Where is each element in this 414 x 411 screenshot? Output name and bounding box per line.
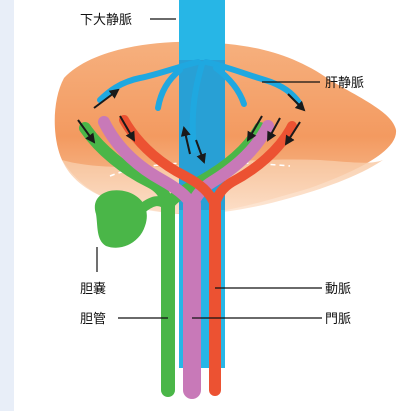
label-ivc: 下大静脈 (80, 13, 132, 28)
label-bile-duct: 胆管 (80, 312, 106, 327)
label-hepatic-vein: 肝静脈 (325, 76, 364, 91)
label-gallbladder: 胆嚢 (80, 281, 106, 297)
label-hepatic-artery: 動脈 (325, 282, 351, 297)
label-portal-vein: 門脈 (325, 312, 351, 327)
